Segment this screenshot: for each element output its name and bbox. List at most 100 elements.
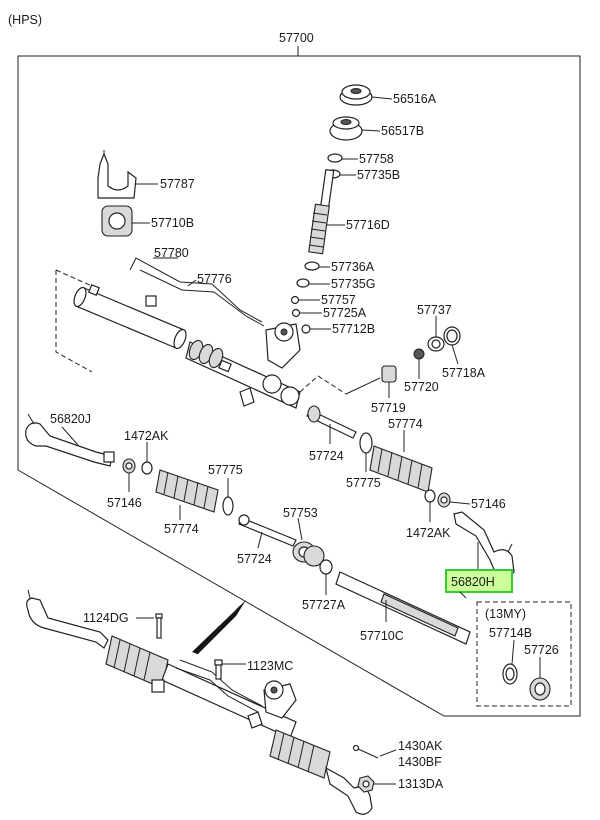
part-57716D[interactable]	[308, 168, 335, 255]
part-1313DA[interactable]	[357, 775, 375, 793]
part-57710B[interactable]	[101, 205, 133, 237]
label-56820H[interactable]: 56820H	[451, 575, 495, 589]
label-57753[interactable]: 57753	[283, 506, 318, 520]
part-57758[interactable]	[327, 153, 343, 163]
part-57774-left-boot[interactable]	[155, 469, 219, 513]
label-1430BF[interactable]: 1430BF	[398, 755, 442, 769]
part-56517B[interactable]	[329, 116, 363, 141]
label-57775-left[interactable]: 57775	[208, 463, 243, 477]
part-57736A[interactable]	[304, 261, 320, 271]
leader-57724-left	[257, 531, 263, 549]
part-56820J[interactable]	[25, 413, 115, 467]
leader-57718A	[451, 344, 459, 365]
label-57735B[interactable]: 57735B	[357, 168, 400, 182]
label-1313DA[interactable]: 1313DA	[398, 777, 444, 791]
label-57712B[interactable]: 57712B	[332, 322, 375, 336]
label-57710B[interactable]: 57710B	[151, 216, 194, 230]
label-57719[interactable]: 57719	[371, 401, 406, 415]
part-gear-housing[interactable]	[185, 322, 301, 409]
label-57710C[interactable]: 57710C	[360, 629, 404, 643]
part-57737[interactable]	[427, 336, 445, 352]
label-57146-left[interactable]: 57146	[107, 496, 142, 510]
part-57774-right-boot[interactable]	[369, 445, 433, 493]
label-13MY: (13MY)	[485, 607, 526, 621]
highlight-56820H	[445, 569, 513, 593]
part-57780-pipe[interactable]	[129, 257, 265, 327]
align-line-4	[345, 377, 381, 395]
leader-56516A	[371, 96, 393, 100]
label-56516A[interactable]: 56516A	[393, 92, 437, 106]
label-57716D[interactable]: 57716D	[346, 218, 390, 232]
part-57787[interactable]	[97, 150, 137, 199]
label-57780[interactable]: 57780	[154, 246, 189, 260]
label-57724-left[interactable]: 57724	[237, 552, 272, 566]
part-57775-right[interactable]	[359, 432, 373, 454]
leader-56820H-2	[459, 591, 467, 599]
part-56516A[interactable]	[339, 84, 373, 106]
part-1472AK-right[interactable]	[424, 489, 436, 503]
part-57718A[interactable]	[443, 326, 461, 346]
part-57775-left[interactable]	[222, 496, 234, 516]
label-1124DG[interactable]: 1124DG	[83, 611, 129, 625]
label-57787[interactable]: 57787	[160, 177, 195, 191]
label-56517B[interactable]: 56517B	[381, 124, 424, 138]
leader-56820J	[61, 426, 79, 446]
part-57712B[interactable]	[301, 324, 311, 334]
part-56820H[interactable]	[453, 511, 515, 579]
part-57757[interactable]	[290, 295, 300, 305]
label-57774-left[interactable]: 57774	[164, 522, 199, 536]
part-57720[interactable]	[413, 348, 425, 360]
part-assembled-rack[interactable]	[26, 589, 373, 815]
label-56820J[interactable]: 56820J	[50, 412, 91, 426]
label-57774-right[interactable]: 57774	[388, 417, 423, 431]
label-57776[interactable]: 57776	[197, 272, 232, 286]
label-57146-right[interactable]: 57146	[471, 497, 506, 511]
label-57700[interactable]: 57700	[279, 31, 314, 45]
part-57726[interactable]	[529, 677, 551, 701]
part-57146-left[interactable]	[122, 458, 136, 474]
part-1124DG[interactable]	[155, 613, 163, 639]
label-1123MC[interactable]: 1123MC	[247, 659, 293, 673]
part-57753[interactable]	[292, 541, 325, 567]
label-57725A[interactable]: 57725A	[323, 306, 367, 320]
label-57724-right[interactable]: 57724	[309, 449, 344, 463]
assembly-frame	[17, 55, 581, 717]
leader-57146-right	[449, 501, 471, 505]
part-1430AK[interactable]	[352, 744, 379, 759]
diagram-title: (HPS)	[8, 13, 42, 27]
leader-1430AK	[379, 749, 397, 757]
part-57724-left[interactable]	[238, 514, 297, 547]
label-57775-right[interactable]: 57775	[346, 476, 381, 490]
part-rack-tube[interactable]	[72, 284, 189, 350]
part-57727A[interactable]	[319, 559, 333, 575]
part-57725A[interactable]	[291, 308, 301, 318]
label-1430AK[interactable]: 1430AK	[398, 739, 443, 753]
leader-57753	[297, 517, 303, 541]
part-57146-right[interactable]	[437, 492, 451, 508]
label-57757[interactable]: 57757	[321, 293, 356, 307]
label-57726[interactable]: 57726	[524, 643, 559, 657]
label-57735G[interactable]: 57735G	[331, 277, 375, 291]
leader-57776	[187, 279, 197, 287]
part-57735G[interactable]	[296, 278, 310, 288]
part-1472AK-left[interactable]	[141, 461, 153, 475]
label-57736A[interactable]: 57736A	[331, 260, 375, 274]
part-57710C[interactable]	[335, 571, 471, 645]
label-57718A[interactable]: 57718A	[442, 366, 486, 380]
align-line-2	[55, 270, 93, 373]
part-57724-right[interactable]	[306, 405, 357, 439]
part-1123MC[interactable]	[214, 659, 223, 680]
label-1472AK-left[interactable]: 1472AK	[124, 429, 169, 443]
label-57720[interactable]: 57720	[404, 380, 439, 394]
part-57714B[interactable]	[502, 663, 518, 685]
label-1472AK-right[interactable]: 1472AK	[406, 526, 451, 540]
wedge-arrow	[192, 600, 246, 655]
leader-56517B	[361, 129, 381, 132]
label-57727A[interactable]: 57727A	[302, 598, 346, 612]
label-57737[interactable]: 57737	[417, 303, 452, 317]
label-57714B[interactable]: 57714B	[489, 626, 532, 640]
part-57719[interactable]	[381, 365, 397, 383]
label-57758[interactable]: 57758	[359, 152, 394, 166]
